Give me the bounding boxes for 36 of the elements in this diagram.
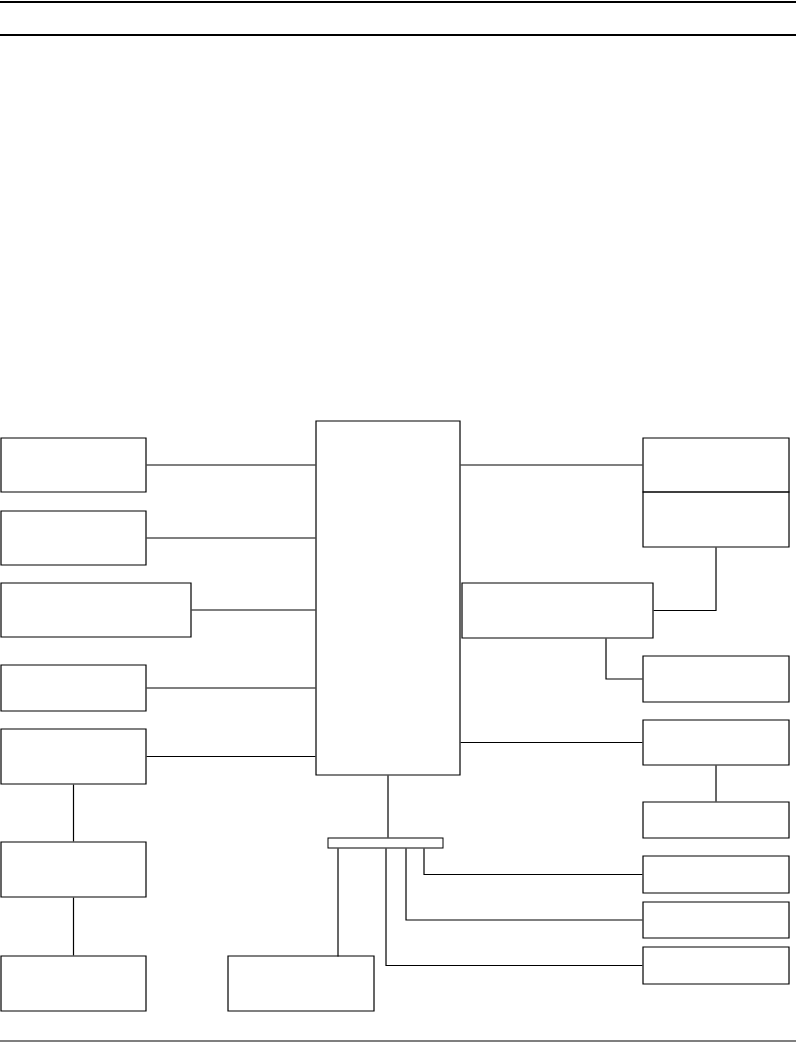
connector-line	[72, 897, 75, 956]
connector-line	[146, 464, 316, 466]
connector-line	[337, 847, 339, 958]
block-box	[642, 901, 790, 939]
connector-line	[715, 765, 717, 802]
block-box	[227, 955, 375, 1012]
connector-line	[653, 547, 717, 612]
block-box	[642, 719, 790, 766]
block-box	[0, 582, 192, 638]
connector-line	[405, 847, 643, 921]
block-box	[642, 801, 790, 839]
block-box	[0, 664, 147, 712]
bus-bar	[327, 837, 444, 849]
connector-line	[460, 741, 643, 744]
block-box	[315, 420, 461, 776]
block-box	[0, 955, 147, 1012]
block-box	[0, 728, 147, 785]
connector-line	[605, 638, 643, 680]
block-box	[0, 510, 147, 566]
connector-line	[423, 847, 643, 876]
connector-line	[146, 687, 316, 689]
connector-line	[385, 847, 643, 967]
connector-line	[146, 537, 316, 539]
block-box	[461, 582, 654, 639]
block-box	[642, 655, 790, 703]
block-box	[642, 437, 790, 493]
connector-line	[146, 755, 316, 758]
connector-line	[387, 775, 389, 839]
block-box	[0, 437, 147, 493]
block-box	[642, 946, 790, 985]
block-box	[642, 855, 790, 894]
connector-line	[72, 784, 75, 842]
block-box	[0, 841, 147, 898]
block-box	[642, 491, 790, 548]
connector-line	[191, 609, 316, 611]
connector-line	[460, 464, 643, 466]
